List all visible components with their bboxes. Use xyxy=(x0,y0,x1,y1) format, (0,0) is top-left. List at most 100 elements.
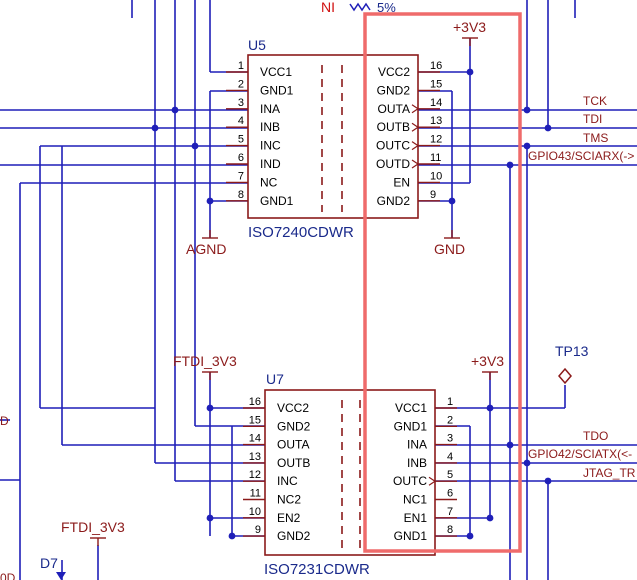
highlight-rectangle xyxy=(363,12,522,553)
net-gpio43: GPIO43/SCIARX(-> xyxy=(528,149,634,163)
pin-number: 16 xyxy=(430,60,442,72)
pin-number: 4 xyxy=(447,451,453,463)
resistor-icon xyxy=(349,2,371,12)
pin-name: VCC2 xyxy=(378,65,410,79)
pin-name: INB xyxy=(407,456,427,470)
ftdi-3v3-a-label: FTDI_3V3 xyxy=(173,353,237,369)
pin-number: 15 xyxy=(430,78,442,90)
pin-name: OUTD xyxy=(376,157,410,171)
pin-number: 12 xyxy=(249,469,261,481)
output-arrow-icon xyxy=(428,476,437,486)
pin-name: OUTC xyxy=(376,139,410,153)
pin-number: 4 xyxy=(238,115,244,127)
misc-labels: NI 5% D D7 0D xyxy=(0,0,396,580)
pin-name: NC2 xyxy=(277,493,301,507)
pin-name: OUTA xyxy=(378,102,410,116)
pin-name: EN1 xyxy=(404,511,428,525)
junction-dots xyxy=(151,68,552,540)
output-arrow-icon xyxy=(411,141,420,151)
tolerance-label: 5% xyxy=(377,0,396,15)
agnd-symbol: AGND xyxy=(186,230,226,257)
net-labels: TCK TDI TMS GPIO43/SCIARX(-> TDO GPIO42/… xyxy=(528,94,636,480)
power-3v3-top: +3V3 xyxy=(453,19,486,46)
pin-name: VCC1 xyxy=(395,401,427,415)
pin-number: 5 xyxy=(238,134,244,146)
pin-number: 7 xyxy=(238,170,244,182)
pin-name: EN xyxy=(393,175,410,189)
pin-name: NC1 xyxy=(403,493,427,507)
pin-name: INB xyxy=(260,120,280,134)
pin-name: VCC2 xyxy=(277,401,309,415)
pin-number: 3 xyxy=(447,433,453,445)
pin-number: 9 xyxy=(430,189,436,201)
output-arrow-icon xyxy=(411,104,420,114)
pin-name: VCC1 xyxy=(260,65,292,79)
pin-name: GND1 xyxy=(394,529,428,543)
power-3v3-bottom: +3V3 xyxy=(471,353,504,380)
pin-name: INA xyxy=(260,102,280,116)
pin-name: INA xyxy=(407,438,427,452)
pin-number: 11 xyxy=(250,488,261,500)
gnd-label: GND xyxy=(434,241,465,257)
pin-number: 2 xyxy=(447,414,453,426)
pin-number: 6 xyxy=(238,152,244,164)
pin-name: GND2 xyxy=(377,83,411,97)
pin-name: GND1 xyxy=(260,194,294,208)
tp13-label: TP13 xyxy=(555,343,589,359)
net-tdi: TDI xyxy=(583,112,602,126)
pin-number: 11 xyxy=(430,152,441,164)
pin-number: 3 xyxy=(238,97,244,109)
power-3v3-bottom-label: +3V3 xyxy=(471,353,504,369)
d7-label: D7 xyxy=(40,555,58,571)
pin-name: GND2 xyxy=(377,194,411,208)
ftdi-3v3-symbol-b: FTDI_3V3 xyxy=(61,519,125,546)
pin-number: 9 xyxy=(255,524,261,536)
agnd-label: AGND xyxy=(186,241,226,257)
pin-name: OUTB xyxy=(377,120,410,134)
pin-name: EN2 xyxy=(277,511,301,525)
pin-number: 10 xyxy=(249,506,261,518)
pin-number: 1 xyxy=(238,60,244,72)
u7-part-number: ISO7231CDWR xyxy=(264,561,370,578)
pin-name: OUTC xyxy=(393,474,427,488)
pin-name: IND xyxy=(260,157,281,171)
pin-name: INC xyxy=(260,139,281,153)
pin-name: GND1 xyxy=(260,83,294,97)
pin-number: 6 xyxy=(447,488,453,500)
pin-name: OUTA xyxy=(277,438,309,452)
power-3v3-top-label: +3V3 xyxy=(453,19,486,35)
net-tck: TCK xyxy=(583,94,607,108)
pin-number: 8 xyxy=(447,524,453,536)
pin-name: OUTB xyxy=(277,456,310,470)
diode-icon xyxy=(56,572,66,580)
net-jtag-tr: JTAG_TR xyxy=(583,466,636,480)
pin-number: 13 xyxy=(249,451,261,463)
pin-number: 14 xyxy=(249,433,261,445)
output-arrow-icon xyxy=(411,122,420,132)
pin-name: GND2 xyxy=(277,529,311,543)
u7-ref: U7 xyxy=(266,371,284,387)
pin-name: GND1 xyxy=(394,419,428,433)
ni-label: NI xyxy=(321,0,335,15)
u5-right-pins: 16VCC215GND214OUTA13OUTB12OUTC11OUTD10EN… xyxy=(376,60,442,208)
pin-name: NC xyxy=(260,175,278,189)
output-arrow-icon xyxy=(411,159,420,169)
pin-number: 10 xyxy=(430,170,442,182)
pin-number: 15 xyxy=(249,414,261,426)
u5-ref: U5 xyxy=(248,37,266,53)
u5-part-number: ISO7240CDWR xyxy=(248,224,354,241)
tp13-testpoint[interactable]: TP13 xyxy=(555,343,589,385)
gnd-symbol: GND xyxy=(434,230,465,257)
pin-number: 13 xyxy=(430,115,442,127)
edge-d-label: D xyxy=(0,414,9,428)
pin-number: 2 xyxy=(238,78,244,90)
ftdi-3v3-b-label: FTDI_3V3 xyxy=(61,519,125,535)
pin-name: INC xyxy=(277,474,298,488)
pin-name: GND2 xyxy=(277,419,311,433)
